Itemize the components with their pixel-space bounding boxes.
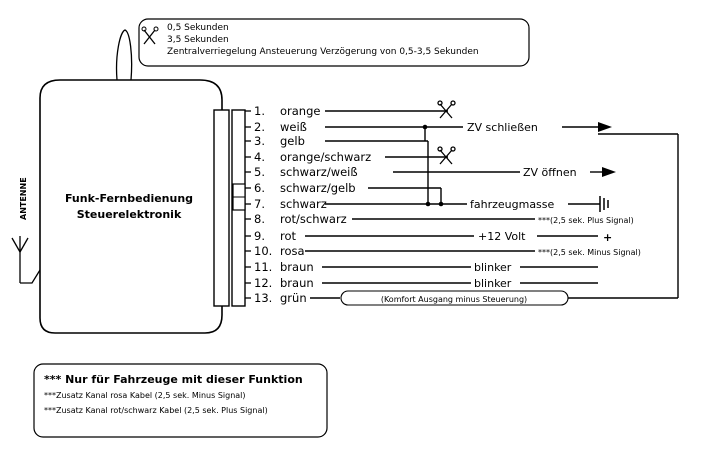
antenna-label: ANTENNE — [19, 177, 28, 220]
label-plus: + — [603, 231, 612, 244]
legend-line-1: *** Nur für Fahrzeuge mit dieser Funktio… — [44, 373, 303, 386]
pin-number: 5. — [254, 165, 265, 179]
label-plus-signal: ***(2,5 sek. Plus Signal) — [538, 216, 634, 225]
pin-list: 1. orange 2. weiß 3. gelb 4. orange/schwarz 5. sc… — [245, 104, 371, 305]
pin-color: orange — [280, 104, 320, 118]
pin-number: 4. — [254, 150, 265, 164]
junction-dot — [438, 201, 444, 207]
legend-line-2: ***Zusatz Kanal rosa Kabel (2,5 sek. Min… — [44, 391, 246, 400]
legend-line-3: ***Zusatz Kanal rot/schwarz Kabel (2,5 s… — [44, 406, 268, 415]
label-12v: +12 Volt — [478, 230, 526, 243]
pin-color: gelb — [280, 134, 305, 148]
ground-icon — [599, 196, 609, 212]
antenna-icon — [11, 236, 41, 284]
legend-box — [33, 363, 328, 438]
pin-number: 8. — [254, 212, 265, 226]
note-line-3: Zentralverriegelung Ansteuerung Verzöger… — [167, 47, 479, 57]
pin-color: rot — [280, 229, 297, 243]
junction-dot — [422, 124, 428, 130]
pin-color: schwarz/weiß — [280, 165, 358, 179]
pin-color: weiß — [280, 120, 307, 134]
pin-color: rot/schwarz — [280, 212, 347, 226]
scissors-icon — [437, 146, 456, 165]
pin-color: braun — [280, 260, 314, 274]
pin-number: 7. — [254, 197, 265, 211]
pin-number: 13. — [254, 291, 272, 305]
wires — [305, 110, 679, 299]
label-komfort: (Komfort Ausgang minus Steuerung) — [381, 295, 527, 304]
pin-number: 11. — [254, 260, 272, 274]
komfort-box — [340, 290, 569, 306]
pin-number: 1. — [254, 104, 265, 118]
pin-number: 2. — [254, 120, 265, 134]
pin-color: grün — [280, 291, 307, 305]
scissors-icon — [437, 100, 456, 119]
module-title-1: Funk-Fernbedienung — [65, 192, 193, 205]
scissors-icon — [141, 26, 159, 45]
module-title-2: Steuerelektronik — [77, 208, 182, 221]
pin-number: 12. — [254, 276, 272, 290]
label-blinker-1: blinker — [474, 261, 512, 274]
arrow-icon — [602, 167, 616, 177]
timing-note-box — [138, 18, 530, 67]
wire-loop — [115, 29, 133, 81]
pin-number: 6. — [254, 181, 265, 195]
label-zv-open: ZV öffnen — [523, 166, 577, 179]
pin-color: braun — [280, 276, 314, 290]
pin-color: schwarz/gelb — [280, 181, 356, 195]
label-blinker-2: blinker — [474, 277, 512, 290]
control-module — [39, 79, 223, 334]
label-minus-signal: ***(2,5 sek. Minus Signal) — [538, 248, 641, 257]
junction-dot — [425, 201, 431, 207]
connector-left — [213, 109, 230, 307]
label-ground: fahrzeugmasse — [470, 198, 555, 211]
pin-color: rosa — [280, 244, 305, 258]
arrow-icon — [598, 122, 612, 132]
pin-number: 9. — [254, 229, 265, 243]
pin-color: schwarz — [280, 197, 327, 211]
label-zv-close: ZV schließen — [467, 121, 538, 134]
pin-number: 3. — [254, 134, 265, 148]
note-line-2: 3,5 Sekunden — [167, 35, 229, 45]
pin-color: orange/schwarz — [280, 150, 371, 164]
note-line-1: 0,5 Sekunden — [167, 23, 229, 33]
pin-number: 10. — [254, 244, 272, 258]
